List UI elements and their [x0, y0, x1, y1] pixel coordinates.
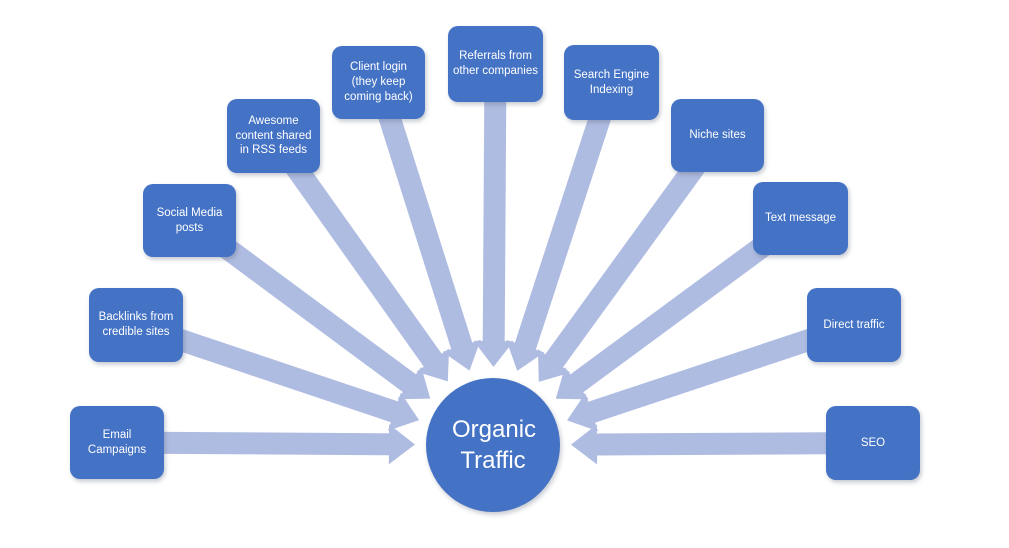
source-node[interactable]: SEO [826, 406, 920, 480]
converging-arrow [368, 79, 481, 371]
converging-arrow [571, 424, 874, 465]
source-node[interactable]: Search Engine Indexing [564, 45, 659, 120]
source-node-label: Direct traffic [823, 318, 885, 331]
source-node[interactable]: Text message [753, 182, 848, 255]
converging-arrow [555, 209, 807, 400]
source-node-label: Search Engine Indexing [573, 68, 650, 96]
source-node-label: Niche sites [689, 129, 746, 142]
converging-arrow [183, 211, 431, 400]
source-node-label: Email Campaigns [87, 428, 147, 456]
source-node[interactable]: Referrals from other companies [448, 26, 543, 102]
converging-arrow [473, 63, 514, 368]
source-node-label: Client login (they keep coming back) [344, 61, 413, 103]
source-node-label: Text message [765, 212, 836, 225]
source-node-label: SEO [860, 436, 886, 449]
source-node[interactable]: Niche sites [671, 99, 764, 172]
source-node[interactable]: Client login (they keep coming back) [332, 46, 425, 119]
converging-arrow [567, 314, 858, 432]
converging-arrow [264, 129, 450, 382]
converging-arrow [116, 424, 416, 465]
center-node[interactable]: Organic Traffic [426, 378, 560, 512]
source-node-label: Backlinks from credible sites [98, 311, 174, 338]
converging-arrow [506, 79, 622, 371]
converging-arrow [537, 129, 727, 382]
converging-arrow [132, 314, 420, 431]
source-node[interactable]: Backlinks from credible sites [89, 288, 183, 362]
source-node[interactable]: Awesome content shared in RSS feeds [227, 99, 320, 173]
source-node[interactable]: Social Media posts [143, 184, 236, 257]
source-node-label: Social Media posts [156, 206, 223, 234]
source-node[interactable]: Email Campaigns [70, 406, 164, 479]
center-node-label: Organic Traffic [452, 415, 537, 474]
source-node-label: Awesome content shared in RSS feeds [235, 114, 312, 157]
source-node[interactable]: Direct traffic [807, 288, 901, 362]
source-node-label: Referrals from other companies [452, 50, 539, 77]
